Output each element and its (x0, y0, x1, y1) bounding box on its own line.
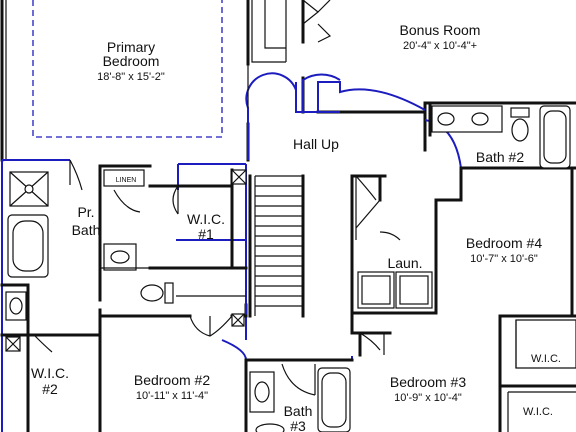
wic-a: W.I.C. (515, 319, 576, 369)
bedroom-4-dims: 10'-7" x 10'-6" (470, 253, 538, 265)
toilet-bowl-icon (511, 118, 529, 142)
toilet-tank-icon-2 (164, 282, 174, 304)
bonus-room-label: Bonus Room (400, 22, 481, 38)
sink-icon (437, 112, 455, 126)
wic-a-label: W.I.C. (531, 353, 561, 365)
bedroom-2-label: Bedroom #2 (134, 372, 210, 388)
bedroom-4: Bedroom #4 10'-7" x 10'-6" (434, 166, 542, 265)
wic-2: W.I.C. #2 (0, 283, 102, 432)
bedroom-4-label: Bedroom #4 (466, 235, 542, 251)
bath-3-label-2: #3 (290, 418, 306, 432)
wic-b: W.I.C. (507, 391, 576, 432)
linen-label: LINEN (116, 177, 137, 184)
bedroom-3: Bedroom #3 10'-9" x 10'-4" (359, 332, 466, 404)
wic-1-label-2: #1 (198, 226, 214, 242)
toilet-bowl-icon-2 (140, 284, 164, 302)
bedroom-2-dims: 10'-11" x 11'-4" (136, 390, 208, 402)
bath-3: Bath #3 (221, 339, 354, 432)
staircase (248, 174, 305, 318)
soaking-tub-icon (7, 214, 49, 278)
hall-up-label: Hall Up (293, 136, 339, 152)
bath-2-label: Bath #2 (476, 149, 524, 165)
wic-2-label: W.I.C. (31, 365, 69, 381)
washer-icon (357, 271, 395, 309)
bath-3-label: Bath (284, 403, 313, 419)
wic-1: W.I.C. #1 (148, 168, 248, 270)
bathtub-icon-2 (317, 367, 351, 432)
primary-bedroom-dims: 18'-8" x 15'-2" (97, 71, 165, 83)
laundry-label: Laun. (387, 255, 422, 271)
bonus-room-dims: 20'-4" x 10'-4"+ (403, 40, 477, 52)
bath-2: Bath #2 (428, 101, 571, 169)
sink-icon-2 (471, 112, 489, 126)
bathtub-icon (539, 105, 571, 169)
toilet-tank-icon (510, 107, 530, 118)
bedroom-2: Bedroom #2 10'-11" x 11'-4" (98, 295, 248, 402)
primary-bath-label-2: Bath (72, 222, 101, 238)
wic-2-label-2: #2 (42, 381, 58, 397)
toilet-bowl-icon-3 (255, 423, 285, 432)
laundry: Laun. (355, 175, 433, 309)
bonus-room: Bonus Room 20'-4" x 10'-4"+ (251, 0, 481, 63)
primary-bath: LINEN Pr. Bath (1, 159, 247, 432)
bedroom-3-dims: 10'-9" x 10'-4" (394, 392, 462, 404)
bedroom-3-label: Bedroom #3 (390, 374, 466, 390)
primary-bath-label: Pr. (77, 204, 94, 220)
primary-bedroom-label: Primary (107, 39, 155, 55)
primary-bedroom-label-2: Bedroom (103, 53, 160, 69)
primary-bedroom: Primary Bedroom 18'-8" x 15'-2" (5, 0, 223, 160)
dryer-icon (395, 271, 433, 309)
wic-b-label: W.I.C. (523, 406, 553, 418)
linen-closet (103, 169, 145, 187)
wic-1-label: W.I.C. (187, 211, 225, 227)
